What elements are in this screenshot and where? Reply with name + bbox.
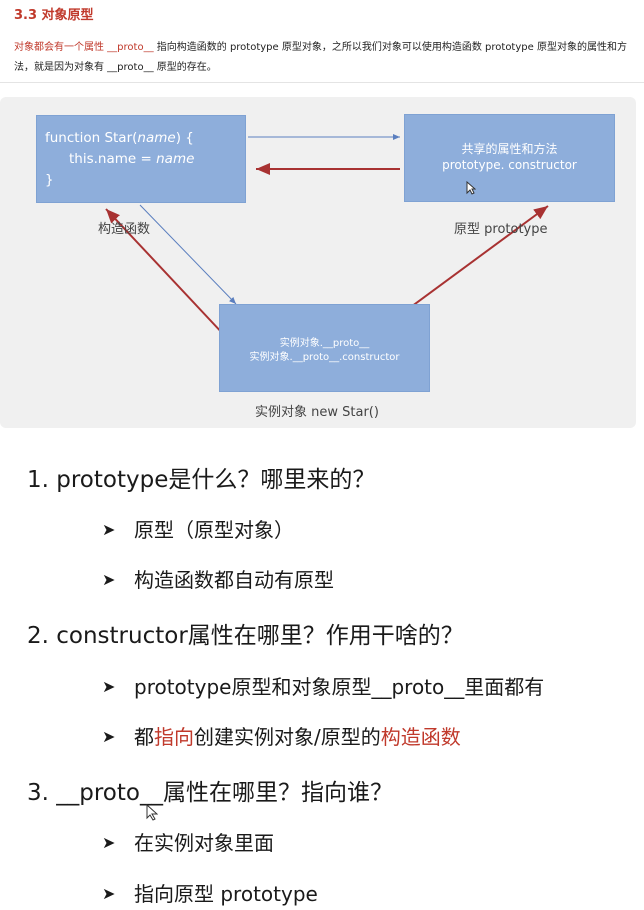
- instance-line-1: 实例对象.__proto__: [279, 338, 370, 349]
- prototype-diagram: function Star(name) { this.name = name }…: [0, 97, 636, 428]
- bullet-1-1: ➤原型（原型对象）: [102, 518, 294, 542]
- arrow-inst-to-code: [105, 208, 241, 353]
- mouse-cursor-icon: [146, 804, 158, 821]
- bullet-3-2: ➤指向原型 prototype: [102, 882, 318, 906]
- bullet-2-1: ➤prototype原型和对象原型__proto__里面都有: [102, 675, 545, 699]
- prototype-caption: 原型 prototype: [454, 222, 548, 237]
- mouse-cursor-icon: [466, 181, 476, 195]
- question-1: 1. prototype是什么？哪里来的？: [27, 467, 376, 493]
- constructor-box: function Star(name) { this.name = name }: [36, 115, 246, 203]
- instance-caption: 实例对象 new Star(): [255, 405, 379, 420]
- bullet-1-2: ➤构造函数都自动有原型: [102, 568, 334, 592]
- bullet-arrow-icon: ➤: [102, 833, 116, 852]
- summary-list: 1. prototype是什么？哪里来的？ ➤原型（原型对象） ➤构造函数都自动…: [0, 438, 644, 910]
- bullet-2-2: ➤都指向创建实例对象/原型的构造函数: [102, 725, 461, 749]
- section-description: 对象都会有一个属性 __proto__ 指向构造函数的 prototype 原型…: [14, 38, 634, 78]
- description-rest: 指向构造函数的 prototype 原型对象，之所以我们对象可以使用构造函数 p…: [14, 42, 627, 73]
- bullet-arrow-icon: ➤: [102, 727, 116, 746]
- question-3: 3. __proto__属性在哪里？指向谁？: [27, 780, 393, 806]
- instance-line-2: 实例对象.__proto__.constructor: [249, 352, 400, 363]
- diagram-arrows: [105, 134, 549, 353]
- prototype-line-2: prototype. constructor: [442, 158, 577, 172]
- prototype-line-1: 共享的属性和方法: [461, 142, 558, 156]
- section-title: 3.3 对象原型: [14, 8, 94, 23]
- arrow-code-to-inst: [139, 204, 237, 305]
- prototype-box: 共享的属性和方法 prototype. constructor: [404, 114, 615, 202]
- bullet-arrow-icon: ➤: [102, 570, 116, 589]
- bullet-arrow-icon: ➤: [102, 520, 116, 539]
- bullet-arrow-icon: ➤: [102, 677, 116, 696]
- code-line-2: this.name = name: [69, 151, 195, 167]
- description-highlight: 对象都会有一个属性 __proto__: [14, 42, 157, 53]
- bullet-3-1: ➤在实例对象里面: [102, 831, 274, 855]
- instance-box: 实例对象.__proto__ 实例对象.__proto__.constructo…: [219, 304, 430, 392]
- question-2: 2. constructor属性在哪里？作用干啥的？: [27, 623, 464, 649]
- code-line-3: }: [45, 172, 54, 188]
- constructor-caption: 构造函数: [98, 222, 151, 237]
- code-line-1: function Star(name) {: [45, 130, 194, 146]
- bullet-arrow-icon: ➤: [102, 884, 116, 903]
- header-section: 3.3 对象原型 对象都会有一个属性 __proto__ 指向构造函数的 pro…: [0, 0, 644, 83]
